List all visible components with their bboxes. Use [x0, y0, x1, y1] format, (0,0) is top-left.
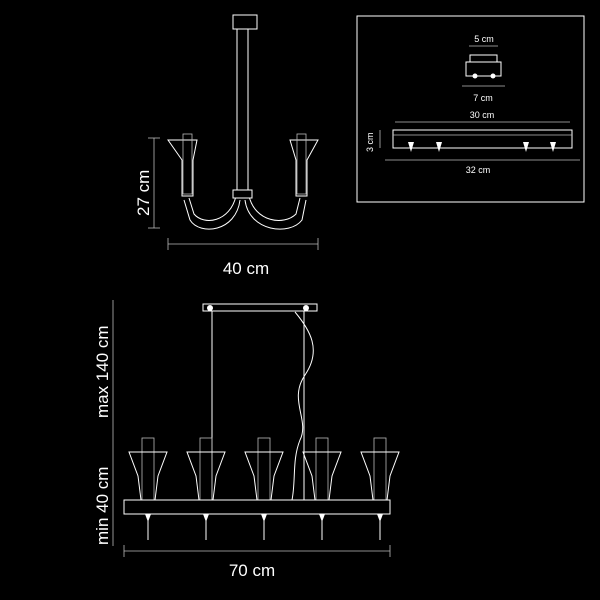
- lamp-shade: [186, 437, 226, 540]
- mount-point: [523, 142, 529, 152]
- main-bar: [123, 499, 391, 515]
- left-shade: [167, 139, 198, 197]
- inset-frame: [356, 15, 585, 203]
- shade-tip: [319, 514, 325, 522]
- inset-bar-height-label: 3 cm: [365, 132, 375, 152]
- canopy-screw-left: [472, 73, 478, 79]
- shade-group: [128, 437, 400, 540]
- shade-tip: [261, 514, 267, 522]
- inset-overall-length-label: 32 cm: [466, 165, 491, 175]
- mount-point: [550, 142, 556, 152]
- shade-tip: [145, 514, 151, 522]
- lamp-shade: [244, 437, 284, 540]
- canopy-screw-right: [490, 73, 496, 79]
- shade-core: [373, 437, 387, 501]
- shade-outline: [186, 451, 226, 501]
- bar-knob-left: [207, 305, 213, 311]
- inset-bar-length-label: 30 cm: [470, 110, 495, 120]
- side-width-label: 40 cm: [223, 259, 269, 278]
- min-height-label: min 40 cm: [93, 467, 112, 545]
- shade-tip: [377, 514, 383, 522]
- bar-detail: [392, 129, 573, 149]
- max-height-label: max 140 cm: [93, 325, 112, 418]
- canopy-cap: [469, 54, 498, 63]
- front-view: max 140 cm min 40 cm 70 cm: [93, 300, 400, 580]
- bar-knob-right: [303, 305, 309, 311]
- mount-point: [408, 142, 414, 152]
- inset-top-width-label: 5 cm: [474, 34, 494, 44]
- shade-outline: [360, 451, 400, 501]
- shade-core: [141, 437, 155, 501]
- detail-inset: 5 cm 7 cm 30 cm 3 cm 32 cm: [356, 15, 585, 203]
- canopy-detail: [465, 61, 502, 77]
- ceiling-bar: [202, 303, 318, 312]
- side-view: 27 cm 40 cm: [134, 14, 319, 278]
- shade-tip: [203, 514, 209, 522]
- ceiling-canopy: [232, 14, 258, 30]
- mount-point: [436, 142, 442, 152]
- hub: [232, 189, 253, 199]
- right-shade-core: [296, 133, 307, 195]
- left-arm: [183, 199, 241, 230]
- bar-mount-points: [408, 142, 556, 152]
- shade-core: [199, 437, 213, 501]
- inset-bottom-width-label: 7 cm: [473, 93, 493, 103]
- stem: [236, 28, 249, 193]
- lamp-shade: [302, 437, 342, 540]
- right-arm: [244, 199, 307, 230]
- shade-core: [315, 437, 329, 501]
- left-arm-inner: [188, 195, 237, 221]
- right-arm-inner: [248, 195, 301, 221]
- right-shade: [289, 139, 319, 197]
- power-cord: [291, 311, 314, 501]
- shade-outline: [302, 451, 342, 501]
- lamp-shade: [360, 437, 400, 540]
- front-width-label: 70 cm: [229, 561, 275, 580]
- lamp-shade: [128, 437, 168, 540]
- shade-core: [257, 437, 271, 501]
- left-shade-core: [182, 133, 193, 195]
- shade-outline: [244, 451, 284, 501]
- side-height-label: 27 cm: [134, 170, 153, 216]
- shade-outline: [128, 451, 168, 501]
